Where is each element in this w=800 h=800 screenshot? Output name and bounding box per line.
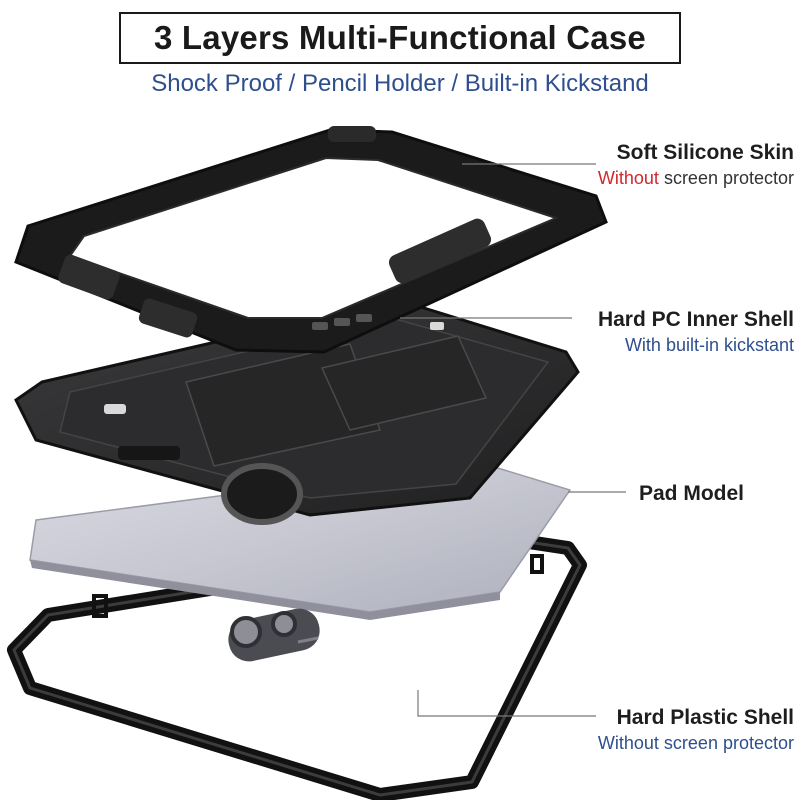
label-pad-model: Pad Model <box>639 481 744 507</box>
label-hard-plastic-shell: Hard Plastic Shell Without screen protec… <box>598 705 794 755</box>
page-subtitle: Shock Proof / Pencil Holder / Built-in K… <box>151 70 649 97</box>
label-title: Pad Model <box>638 482 744 505</box>
label-title: Hard PC Inner Shell <box>597 308 794 331</box>
label-hard-pc-inner-shell: Hard PC Inner Shell With built-in kickst… <box>598 307 794 357</box>
label-subtitle: Without screen protector <box>598 166 794 190</box>
label-title: Hard Plastic Shell <box>616 706 794 729</box>
leader-lines <box>400 163 626 717</box>
highlight-word: Without <box>597 168 659 188</box>
label-subtitle: Without screen protector <box>597 733 794 753</box>
page-title: 3 Layers Multi-Functional Case <box>154 19 646 56</box>
label-subtitle: With built-in kickstant <box>624 335 794 355</box>
label-soft-silicone-skin: Soft Silicone Skin Without screen protec… <box>598 140 794 190</box>
label-subtitle-rest: screen protector <box>658 168 794 188</box>
hard-pc-inner-shell-layer <box>14 298 580 525</box>
title-box: 3 Layers Multi-Functional Case <box>119 12 681 64</box>
soft-silicone-skin-layer <box>14 126 608 354</box>
label-title: Soft Silicone Skin <box>616 141 794 164</box>
